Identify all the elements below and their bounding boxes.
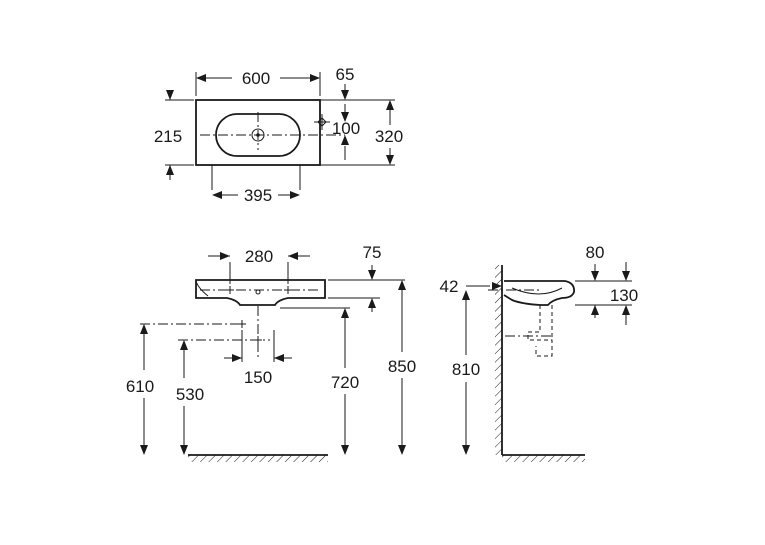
dim-tap-offset: 100 — [332, 119, 360, 138]
dim-mount-height: 810 — [452, 360, 480, 379]
basin-rim-line — [195, 280, 209, 297]
dim-tap-spacing: 280 — [245, 247, 273, 266]
dim-rim-height: 720 — [331, 373, 359, 392]
basin-outline-front — [195, 279, 326, 306]
dim-basin-gap: 75 — [363, 243, 382, 262]
side-view: 42 80 130 810 — [440, 243, 638, 462]
waste-hole-front — [255, 289, 261, 295]
floor-hatch-front — [188, 455, 328, 462]
wall-hatch — [495, 265, 502, 455]
tap-hole-mark-top — [314, 114, 330, 130]
tap-mark-left — [226, 286, 234, 294]
dim-rim-thickness: 42 — [440, 277, 459, 296]
dim-supply-height: 610 — [126, 377, 154, 396]
floor-hatch-side — [502, 455, 585, 462]
dim-projection: 80 — [586, 243, 605, 262]
top-view: 600 65 320 215 100 395 — [154, 65, 403, 205]
dim-waste-spacing: 150 — [244, 368, 272, 387]
basin-profile — [503, 280, 575, 306]
dim-depth: 320 — [375, 127, 403, 146]
basin-outline-top — [195, 99, 321, 166]
supply-mark — [238, 320, 246, 328]
front-view: 280 75 850 720 150 — [126, 243, 416, 462]
dim-total-height: 850 — [388, 357, 416, 376]
basin-bowl-inner — [511, 287, 563, 295]
dim-bowl-width: 395 — [244, 186, 272, 205]
trap-outline — [527, 305, 553, 357]
dim-width: 600 — [242, 69, 270, 88]
tap-mark-right — [284, 286, 292, 294]
basin-rear-edge — [211, 165, 301, 190]
dim-drop: 130 — [610, 286, 638, 305]
dim-waste-height: 530 — [176, 385, 204, 404]
dim-side-depth: 215 — [154, 127, 182, 146]
dim-right-offset: 65 — [336, 65, 355, 84]
